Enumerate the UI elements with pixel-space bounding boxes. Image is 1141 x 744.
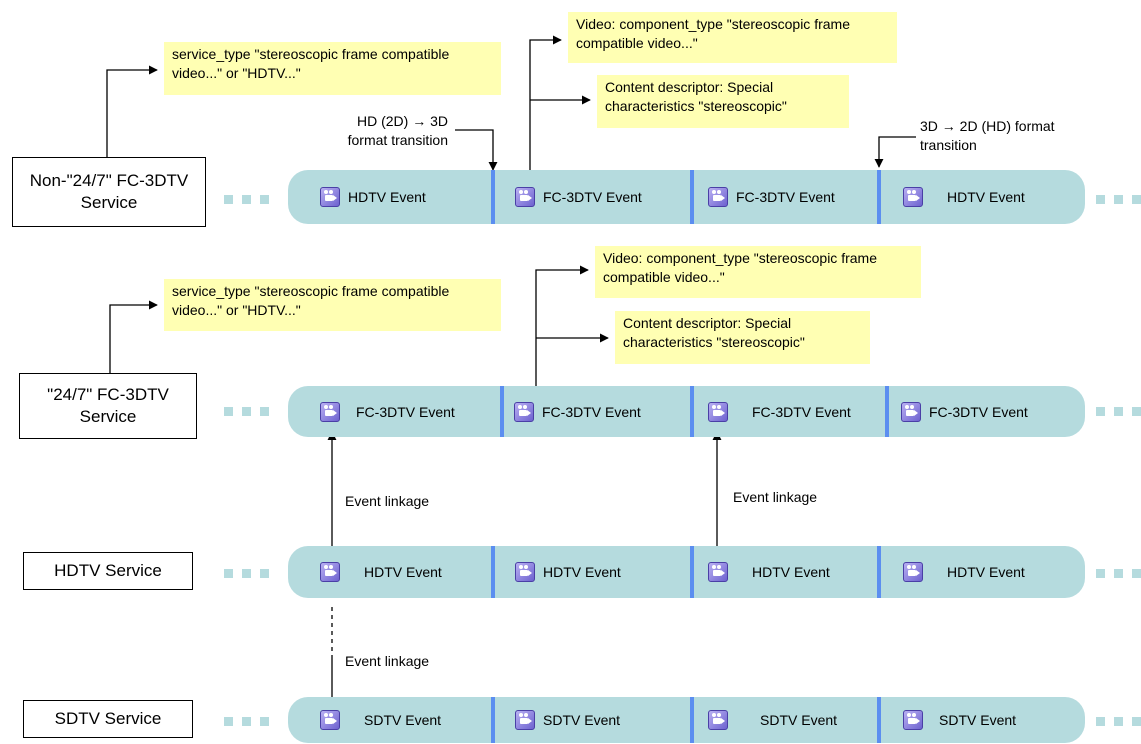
event-4: FC-3DTV Event xyxy=(901,386,1081,437)
event-track-247: FC-3DTV Event FC-3DTV Event FC-3DTV Even… xyxy=(288,386,1085,437)
video-camera-icon xyxy=(320,562,340,582)
arrow-service-type-1 xyxy=(106,65,158,157)
event-separator xyxy=(491,170,495,224)
ellipsis-right-row3 xyxy=(1096,569,1141,578)
event-3: FC-3DTV Event xyxy=(708,170,878,224)
ellipsis-left-row4 xyxy=(224,717,269,726)
event-2: SDTV Event xyxy=(515,697,695,743)
event-3: SDTV Event xyxy=(708,697,878,743)
event-3: FC-3DTV Event xyxy=(708,386,888,437)
service-box-non-247: Non-"24/7" FC-3DTV Service xyxy=(12,157,206,227)
event-separator xyxy=(885,386,889,437)
video-camera-icon xyxy=(903,187,923,207)
event-1: HDTV Event xyxy=(320,170,490,224)
arrow-transition-to-2d xyxy=(874,136,916,168)
service-label: SDTV Service xyxy=(54,709,162,728)
arrow-transition-to-3d xyxy=(455,129,498,171)
service-label: Non-"24/7" FC-3DTV Service xyxy=(29,171,189,212)
ellipsis-left-row3 xyxy=(224,569,269,578)
event-label: FC-3DTV Event xyxy=(736,189,835,205)
video-camera-icon xyxy=(515,710,535,730)
event-separator xyxy=(690,386,694,437)
event-1: HDTV Event xyxy=(320,546,490,598)
event-label: HDTV Event xyxy=(947,189,1025,205)
event-label: SDTV Event xyxy=(364,712,442,728)
ellipsis-right-row4 xyxy=(1096,717,1141,726)
event-label: HDTV Event xyxy=(947,564,1025,580)
event-label: FC-3DTV Event xyxy=(542,403,641,420)
event-label: SDTV Event xyxy=(543,712,621,728)
event-label: HDTV Event xyxy=(752,564,830,580)
video-camera-icon xyxy=(515,187,535,207)
service-box-247: "24/7" FC-3DTV Service xyxy=(19,373,197,439)
arrow-service-type-2 xyxy=(109,300,158,373)
video-camera-icon xyxy=(320,710,340,730)
event-separator xyxy=(877,170,881,224)
event-separator xyxy=(491,546,495,598)
video-camera-icon xyxy=(514,401,534,422)
event-label: SDTV Event xyxy=(760,712,838,728)
note-video-1: Video: component_type "stereoscopic fram… xyxy=(568,12,897,63)
event-separator xyxy=(690,170,694,224)
video-camera-icon xyxy=(320,187,340,207)
event-label: HDTV Event xyxy=(348,189,426,205)
event-1: SDTV Event xyxy=(320,697,490,743)
video-camera-icon xyxy=(903,562,923,582)
ellipsis-right-row2 xyxy=(1096,407,1141,416)
note-service-type-2: service_type "stereoscopic frame compati… xyxy=(164,279,501,331)
note-service-type-1: service_type "stereoscopic frame compati… xyxy=(164,42,501,95)
service-box-sdtv: SDTV Service xyxy=(23,700,193,738)
event-separator xyxy=(690,697,694,743)
event-2: FC-3DTV Event xyxy=(515,170,695,224)
ellipsis-left-row2 xyxy=(224,407,269,416)
video-camera-icon xyxy=(708,562,728,582)
event-1: FC-3DTV Event xyxy=(320,386,500,437)
event-label: FC-3DTV Event xyxy=(929,403,1028,420)
video-camera-icon xyxy=(901,401,921,422)
event-track-hdtv: HDTV Event HDTV Event HDTV Event HDTV Ev… xyxy=(288,546,1085,598)
event-track-non-247: HDTV Event FC-3DTV Event FC-3DTV Event H… xyxy=(288,170,1085,224)
event-2: HDTV Event xyxy=(515,546,695,598)
arrow-video-1 xyxy=(529,35,562,177)
event-label: FC-3DTV Event xyxy=(752,403,851,420)
ellipsis-left-row1 xyxy=(224,195,269,204)
video-camera-icon xyxy=(708,710,728,730)
event-label: FC-3DTV Event xyxy=(543,189,642,205)
note-video-2: Video: component_type "stereoscopic fram… xyxy=(595,246,921,298)
service-box-hdtv: HDTV Service xyxy=(23,552,193,590)
event-4: SDTV Event xyxy=(903,697,1073,743)
note-content-1: Content descriptor: Special characterist… xyxy=(597,75,849,128)
note-content-2: Content descriptor: Special characterist… xyxy=(615,311,870,364)
event-3: HDTV Event xyxy=(708,546,878,598)
service-label: HDTV Service xyxy=(54,561,162,580)
label-transition-to-2d: 3D → 2D (HD) format transition xyxy=(920,118,1055,153)
event-track-sdtv: SDTV Event SDTV Event SDTV Event SDTV Ev… xyxy=(288,697,1085,743)
event-label: HDTV Event xyxy=(543,564,621,580)
event-separator xyxy=(690,546,694,598)
event-label: SDTV Event xyxy=(939,712,1017,728)
service-label: "24/7" FC-3DTV Service xyxy=(47,385,169,426)
ellipsis-right-row1 xyxy=(1096,195,1141,204)
video-camera-icon xyxy=(708,187,728,207)
event-separator xyxy=(500,386,504,437)
video-camera-icon xyxy=(708,401,728,422)
video-camera-icon xyxy=(320,401,340,422)
event-label: HDTV Event xyxy=(364,564,442,580)
event-2: FC-3DTV Event xyxy=(514,386,694,437)
label-event-linkage-3: Event linkage xyxy=(345,653,430,669)
event-4: HDTV Event xyxy=(903,546,1073,598)
event-separator xyxy=(877,546,881,598)
event-separator xyxy=(491,697,495,743)
event-separator xyxy=(877,697,881,743)
label-event-linkage-1: Event linkage xyxy=(345,493,430,509)
label-event-linkage-2: Event linkage xyxy=(733,489,818,505)
event-label: FC-3DTV Event xyxy=(356,403,455,420)
event-4: HDTV Event xyxy=(903,170,1073,224)
arrow-video-2 xyxy=(535,265,589,400)
video-camera-icon xyxy=(515,562,535,582)
label-transition-to-3d: HD (2D) → 3D format transition xyxy=(347,113,448,148)
video-camera-icon xyxy=(903,710,923,730)
